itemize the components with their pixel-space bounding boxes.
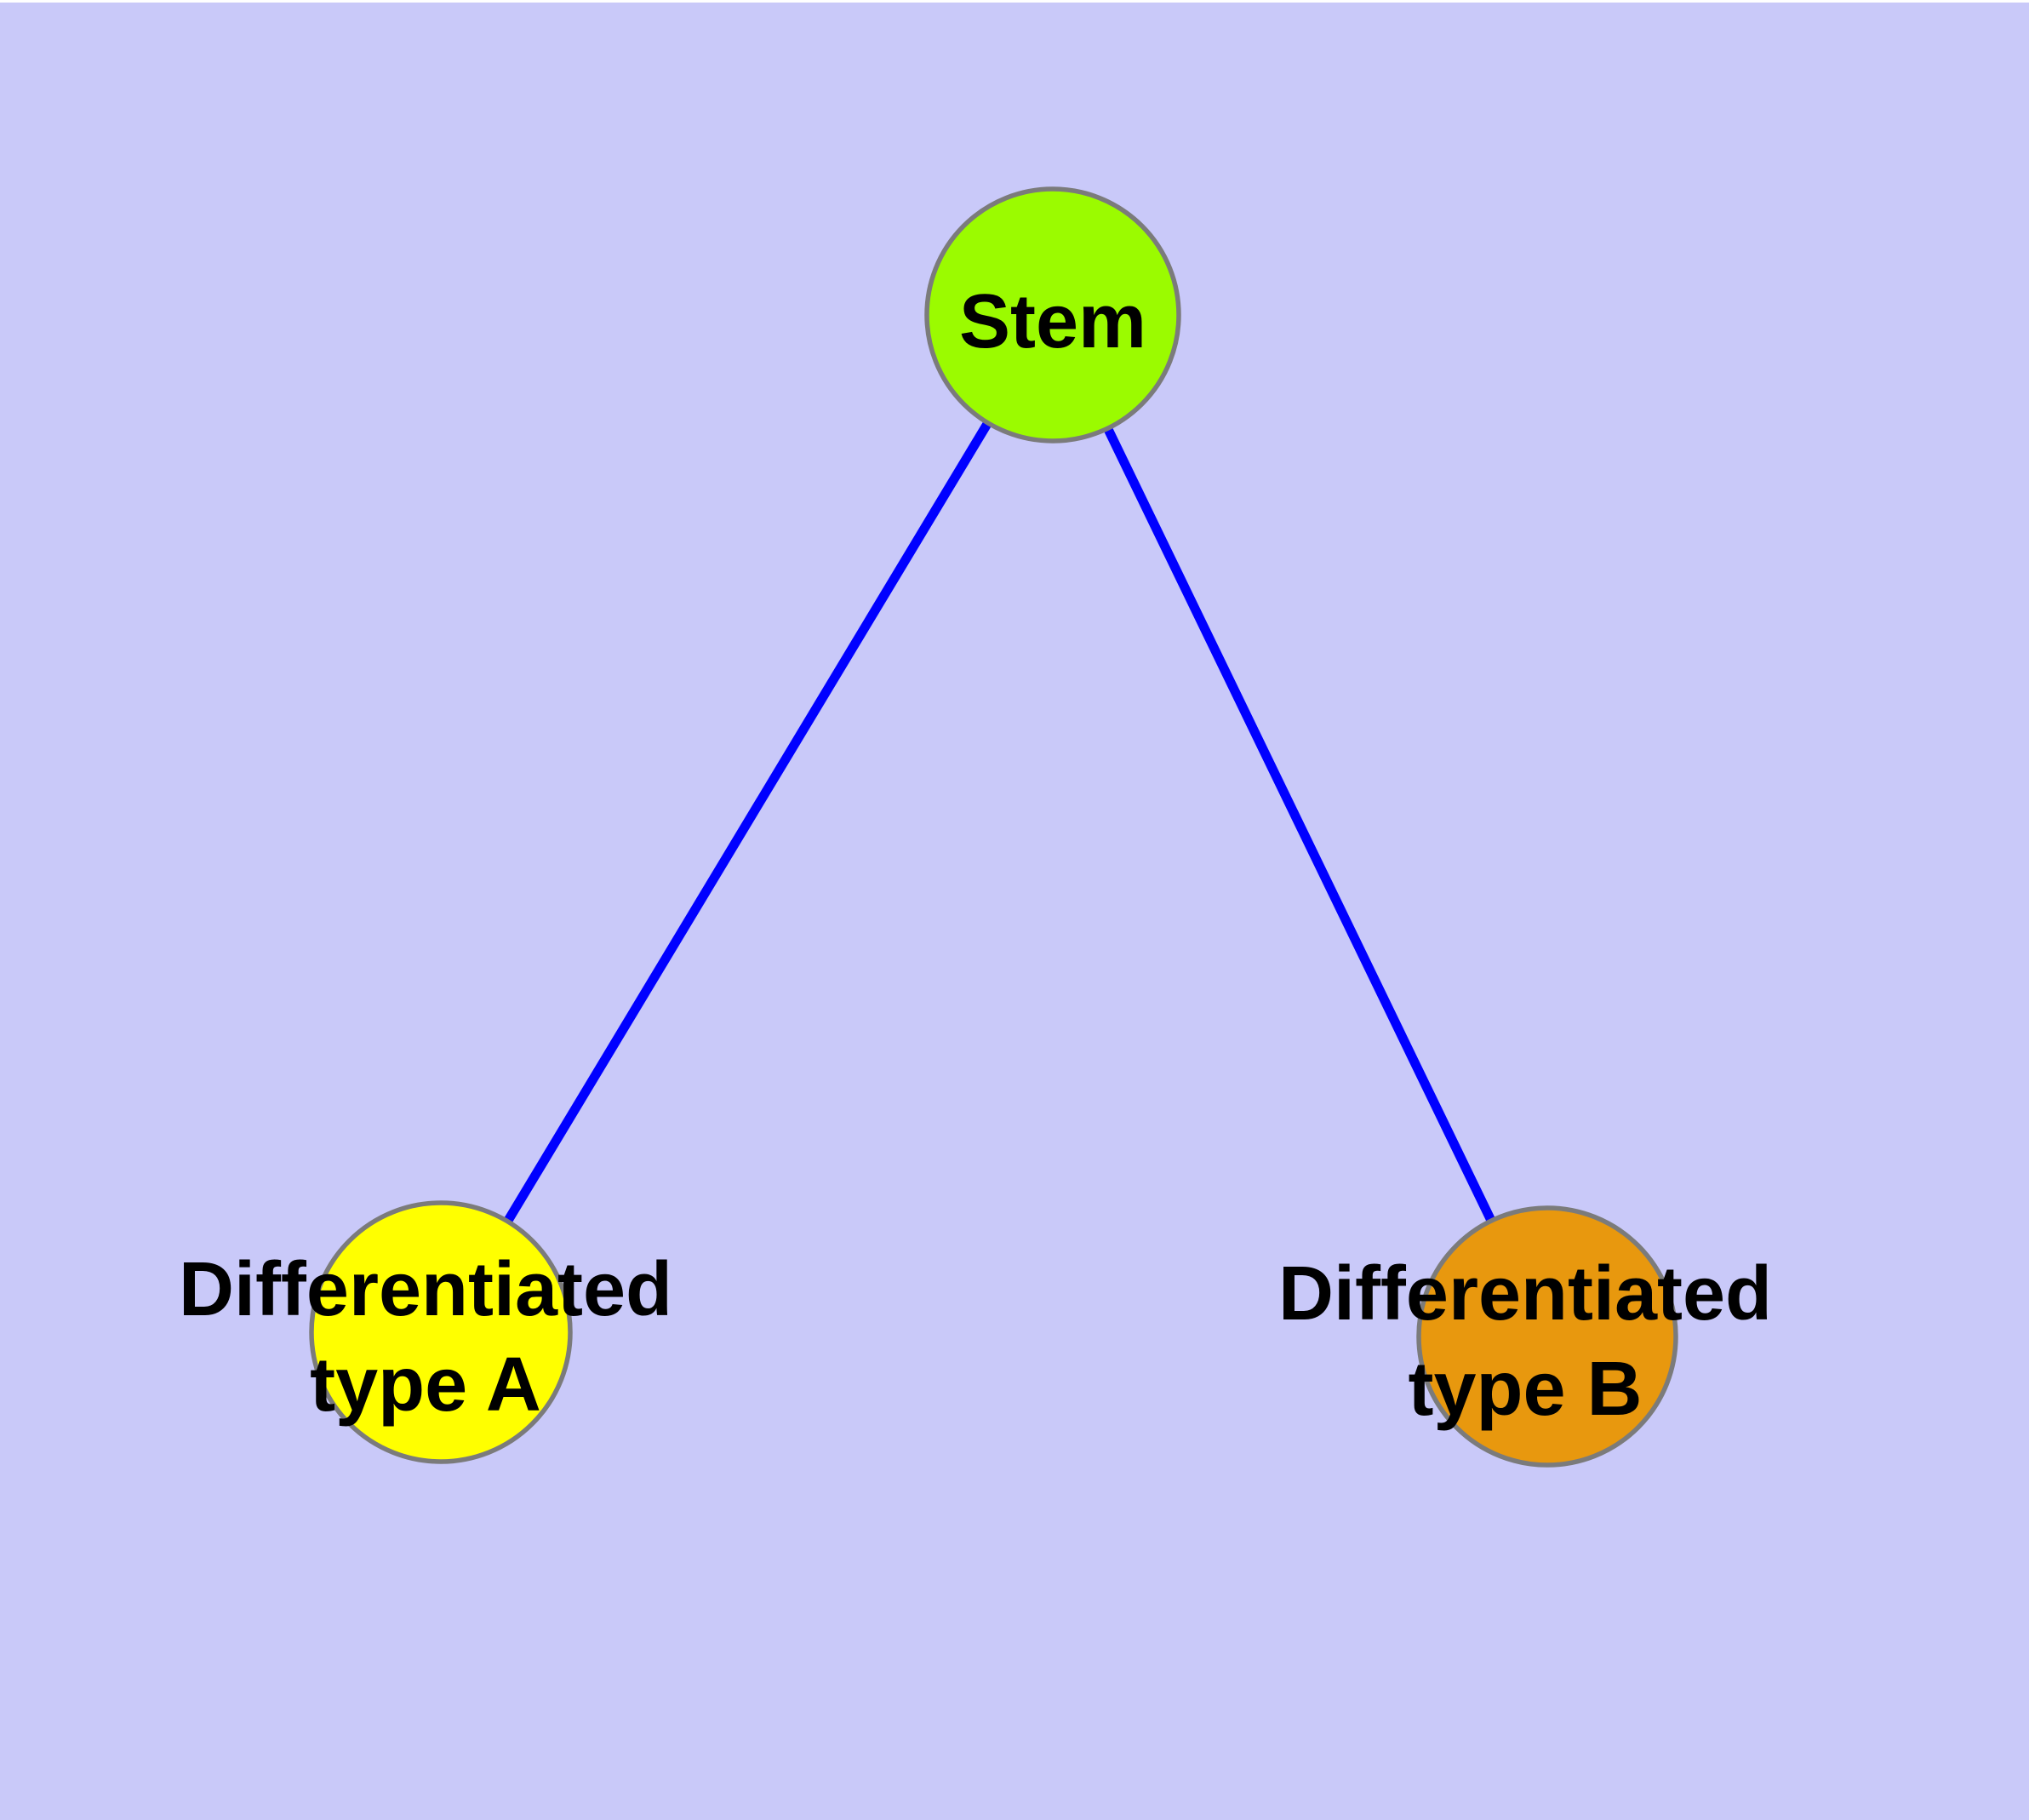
node-type-a-circle (309, 1200, 573, 1464)
node-type-b-circle (1416, 1205, 1678, 1468)
node-type-a-label-line2: type A (310, 1342, 541, 1428)
node-type-a-label-line1: Differentiated (179, 1247, 672, 1332)
edges (437, 312, 1552, 1339)
node-type-b-label-line2: type B (1408, 1347, 1642, 1432)
node-type-b-label-line1: Differentiated (1278, 1251, 1772, 1336)
node-type-b: Differentiated type B (1278, 1205, 1772, 1468)
node-stem-label: Stem (959, 279, 1146, 364)
node-stem-circle (924, 186, 1181, 444)
edge-stem-to-type-a (437, 312, 1057, 1335)
edge-stem-to-type-b (1049, 312, 1552, 1339)
node-stem: Stem (924, 186, 1181, 444)
node-type-a: Differentiated type A (179, 1200, 672, 1464)
